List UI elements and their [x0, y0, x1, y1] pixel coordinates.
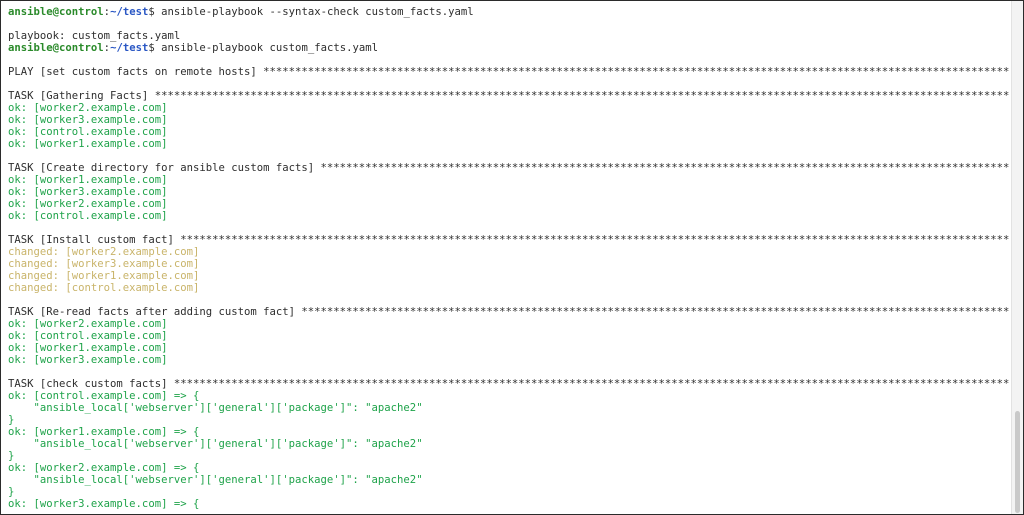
- ok-status-line: ok: [worker3.example.com]: [8, 186, 1010, 198]
- changed-status-text: changed: [worker3.example.com]: [8, 258, 200, 270]
- task-header-text: TASK [Create directory for ansible custo…: [8, 162, 321, 174]
- ok-status-text: ok: [worker1.example.com]: [8, 342, 168, 354]
- prompt-path: ~/test: [110, 6, 149, 18]
- separator-stars: ****************************************…: [173, 378, 1010, 390]
- ok-status-text: ok: [control.example.com] => {: [8, 390, 200, 402]
- changed-status-text: changed: [worker1.example.com]: [8, 270, 200, 282]
- ok-status-line: ok: [control.example.com]: [8, 210, 1010, 222]
- terminal-output[interactable]: ansible@control:~/test$ ansible-playbook…: [8, 6, 1010, 514]
- blank-line: [8, 366, 1010, 378]
- ok-status-line: "ansible_local['webserver']['general']['…: [8, 474, 1010, 486]
- separator-stars: ****************************************…: [154, 90, 1010, 102]
- task-header-text: PLAY [set custom facts on remote hosts]: [8, 66, 264, 78]
- ok-status-text: "ansible_local['webserver']['general']['…: [8, 474, 423, 486]
- ok-status-line: ok: [worker1.example.com]: [8, 174, 1010, 186]
- ok-status-line: ok: [worker2.example.com]: [8, 198, 1010, 210]
- ok-status-text: ok: [worker2.example.com]: [8, 198, 168, 210]
- ok-status-text: }: [8, 414, 15, 426]
- changed-status-text: changed: [control.example.com]: [8, 282, 200, 294]
- prompt-symbol: $: [148, 42, 155, 54]
- task-header-line: PLAY [set custom facts on remote hosts] …: [8, 66, 1010, 78]
- prompt-user-host: ansible@control: [8, 42, 104, 54]
- ok-status-text: ok: [worker1.example.com] => {: [8, 426, 200, 438]
- ok-status-text: }: [8, 450, 15, 462]
- ok-status-text: ok: [worker3.example.com]: [8, 186, 168, 198]
- task-header-text: TASK [Gathering Facts]: [8, 90, 155, 102]
- task-header-text: TASK [check custom facts]: [8, 378, 174, 390]
- ok-status-text: ok: [control.example.com]: [8, 210, 168, 222]
- ok-status-line: ok: [worker2.example.com]: [8, 102, 1010, 114]
- ok-status-text: ok: [worker3.example.com]: [8, 114, 168, 126]
- ok-status-line: }: [8, 486, 1010, 498]
- output-line: playbook: custom_facts.yaml: [8, 30, 1010, 42]
- task-header-text: TASK [Re-read facts after adding custom …: [8, 306, 302, 318]
- blank-line: [8, 78, 1010, 90]
- prompt-user-host: ansible@control: [8, 6, 104, 18]
- ok-status-line: "ansible_local['webserver']['general']['…: [8, 402, 1010, 414]
- ok-status-line: ok: [worker2.example.com]: [8, 318, 1010, 330]
- task-header-text: TASK [Install custom fact]: [8, 234, 181, 246]
- separator-stars: ****************************************…: [263, 66, 1010, 78]
- ok-status-line: ok: [worker3.example.com] => {: [8, 498, 1010, 510]
- blank-line: [8, 222, 1010, 234]
- task-header-line: TASK [Install custom fact] *************…: [8, 234, 1010, 246]
- ok-status-line: ok: [worker3.example.com]: [8, 354, 1010, 366]
- changed-status-line: changed: [worker2.example.com]: [8, 246, 1010, 258]
- task-header-line: TASK [Gathering Facts] *****************…: [8, 90, 1010, 102]
- ok-status-line: ok: [control.example.com]: [8, 126, 1010, 138]
- scrollbar-thumb[interactable]: [1015, 411, 1020, 513]
- changed-status-line: changed: [worker1.example.com]: [8, 270, 1010, 282]
- ok-status-text: ok: [worker3.example.com] => {: [8, 498, 200, 510]
- command-text: ansible-playbook --syntax-check custom_f…: [161, 6, 474, 18]
- separator-stars: ****************************************…: [180, 234, 1010, 246]
- command-text: ansible-playbook custom_facts.yaml: [161, 42, 378, 54]
- ok-status-line: "ansible_local['webserver']['general']['…: [8, 438, 1010, 450]
- blank-line: [8, 150, 1010, 162]
- ok-status-line: ok: [worker1.example.com]: [8, 138, 1010, 150]
- ok-status-line: ok: [control.example.com] => {: [8, 390, 1010, 402]
- prompt-path: ~/test: [110, 42, 149, 54]
- ok-status-text: ok: [worker2.example.com]: [8, 102, 168, 114]
- ok-status-line: ok: [worker1.example.com]: [8, 342, 1010, 354]
- changed-status-text: changed: [worker2.example.com]: [8, 246, 200, 258]
- prompt-symbol: $: [148, 6, 155, 18]
- changed-status-line: changed: [control.example.com]: [8, 282, 1010, 294]
- task-header-line: TASK [Re-read facts after adding custom …: [8, 306, 1010, 318]
- blank-line: [8, 18, 1010, 30]
- ok-status-text: ok: [worker2.example.com] => {: [8, 462, 200, 474]
- ok-status-line: ok: [control.example.com]: [8, 330, 1010, 342]
- prompt-line: ansible@control:~/test$ ansible-playbook…: [8, 42, 378, 54]
- ok-status-line: ok: [worker1.example.com] => {: [8, 426, 1010, 438]
- ok-status-line: ok: [worker2.example.com] => {: [8, 462, 1010, 474]
- ok-status-text: "ansible_local['webserver']['general']['…: [8, 402, 423, 414]
- separator-stars: ****************************************…: [320, 162, 1010, 174]
- ok-status-text: ok: [worker1.example.com]: [8, 174, 168, 186]
- vertical-scrollbar[interactable]: [1011, 1, 1023, 514]
- ok-status-text: ok: [worker2.example.com]: [8, 318, 168, 330]
- blank-line: [8, 54, 1010, 66]
- ok-status-text: ok: [control.example.com]: [8, 126, 168, 138]
- prompt-line: ansible@control:~/test$ ansible-playbook…: [8, 6, 474, 18]
- ok-status-line: ok: [worker3.example.com]: [8, 114, 1010, 126]
- ok-status-line: }: [8, 450, 1010, 462]
- separator-stars: ****************************************…: [301, 306, 1010, 318]
- output-text: playbook: custom_facts.yaml: [8, 30, 181, 42]
- ok-status-text: ok: [worker3.example.com]: [8, 354, 168, 366]
- changed-status-line: changed: [worker3.example.com]: [8, 258, 1010, 270]
- ok-status-line: }: [8, 414, 1010, 426]
- task-header-line: TASK [Create directory for ansible custo…: [8, 162, 1010, 174]
- ok-status-text: }: [8, 486, 15, 498]
- blank-line: [8, 294, 1010, 306]
- ok-status-text: "ansible_local['webserver']['general']['…: [8, 438, 423, 450]
- ok-status-text: ok: [worker1.example.com]: [8, 138, 168, 150]
- task-header-line: TASK [check custom facts] **************…: [8, 378, 1010, 390]
- ok-status-text: ok: [control.example.com]: [8, 330, 168, 342]
